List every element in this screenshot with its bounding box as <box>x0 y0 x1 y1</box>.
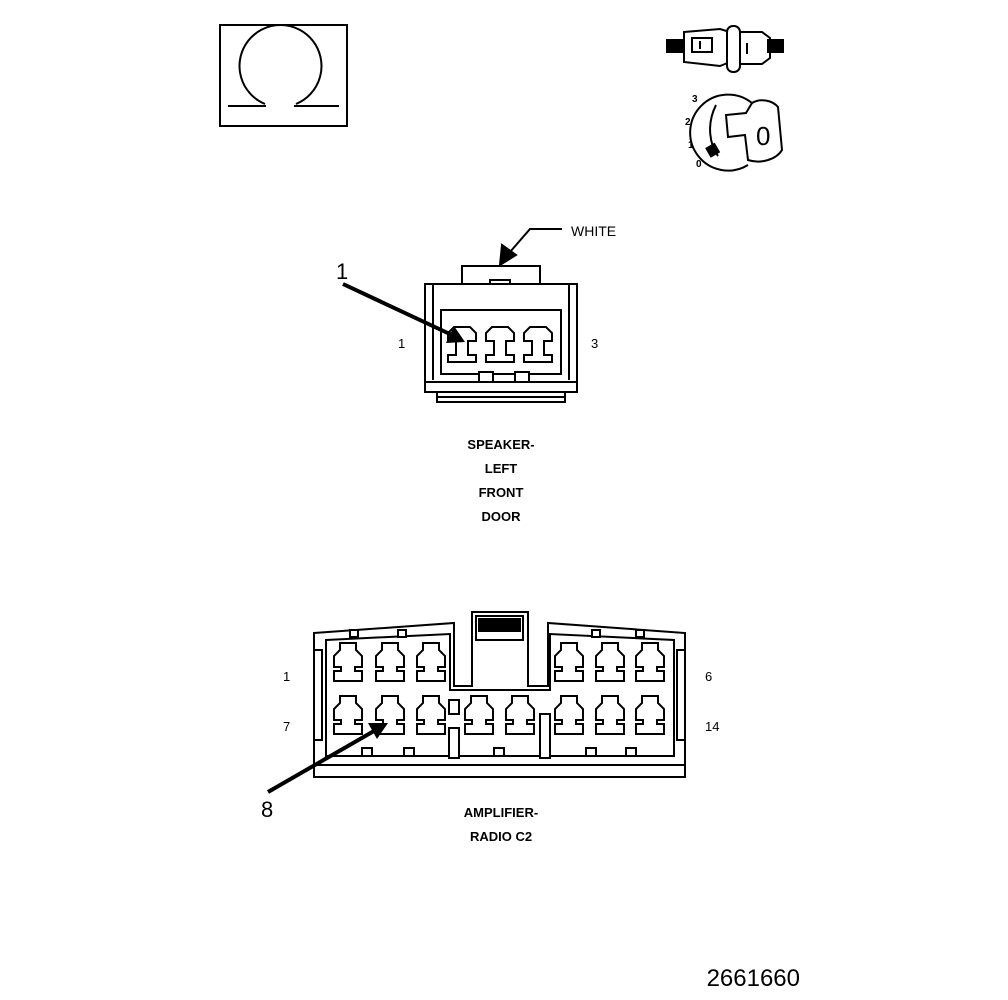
amplifier-pin-6: 6 <box>705 669 712 684</box>
callout-8-arrow <box>267 723 388 794</box>
ohm-symbol-icon <box>219 24 348 127</box>
ignition-position-0: 0 <box>696 159 702 170</box>
speaker-callout-number: 1 <box>336 259 348 284</box>
amplifier-pin-14: 14 <box>705 719 719 734</box>
callout-1-arrow <box>342 282 465 343</box>
ignition-key-icon: 0 <box>689 93 784 172</box>
amplifier-callout-number: 8 <box>261 797 273 822</box>
inline-connector-icon <box>666 25 784 73</box>
speaker-title-line-2: LEFT <box>485 461 518 476</box>
speaker-title-line-4: DOOR <box>482 509 522 524</box>
ignition-position-2: 2 <box>685 117 691 128</box>
amplifier-connector <box>313 611 686 778</box>
ignition-position-1: 1 <box>688 140 694 151</box>
figure-number: 2661660 <box>707 965 800 992</box>
amplifier-title-line-1: AMPLIFIER- <box>464 805 538 820</box>
amplifier-pin-7: 7 <box>283 719 290 734</box>
amplifier-title-line-2: RADIO C2 <box>470 829 532 844</box>
ignition-position-3: 3 <box>692 94 698 105</box>
speaker-title-line-1: SPEAKER- <box>467 437 534 452</box>
speaker-pin-last: 3 <box>591 336 598 351</box>
speaker-title-line-3: FRONT <box>479 485 524 500</box>
speaker-connector <box>424 265 578 403</box>
white-leader <box>498 228 562 267</box>
speaker-color-label: WHITE <box>571 223 616 239</box>
speaker-pin-first: 1 <box>398 336 405 351</box>
key-label: 0 <box>756 121 770 151</box>
amplifier-pin-1: 1 <box>283 669 290 684</box>
